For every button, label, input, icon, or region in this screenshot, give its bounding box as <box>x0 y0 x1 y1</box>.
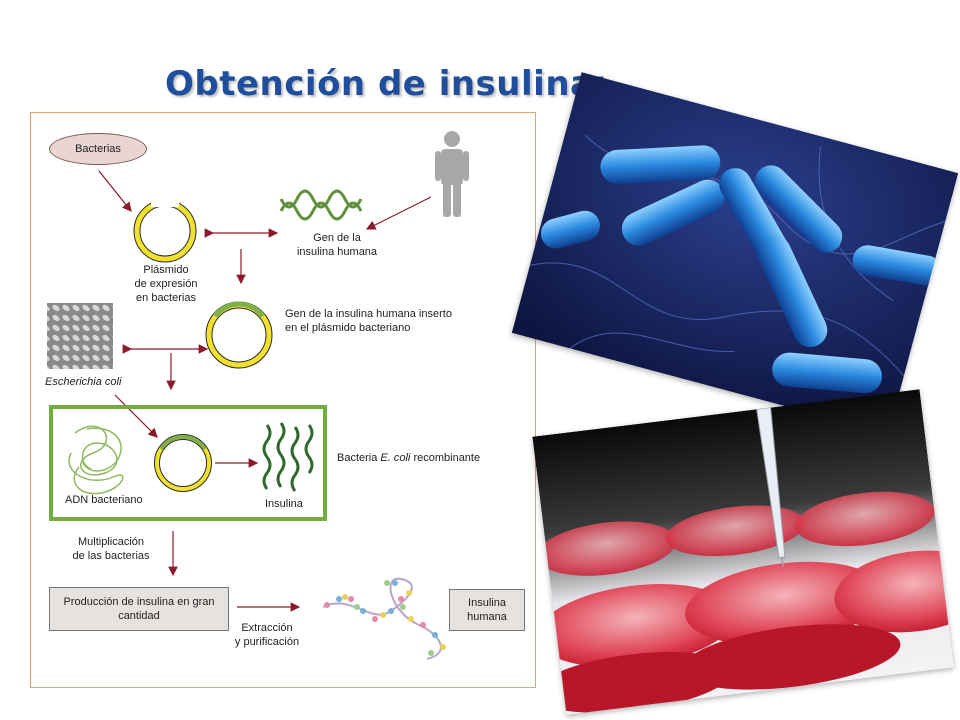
arrow-bacterias-to-plasmid <box>98 170 132 212</box>
process-diagram: Bacterias Gen de la insulina humana Plás… <box>30 112 536 688</box>
bacteria-3d-render <box>511 72 959 434</box>
adn-bacteriano-label: ADN bacteriano <box>65 494 143 506</box>
plasmid-recombinant-icon <box>205 301 273 369</box>
diagram-graphics <box>47 131 469 660</box>
ecoli-label: Escherichia coli <box>45 376 122 388</box>
arrow-human-to-gene <box>365 196 432 230</box>
bacterial-dna-icon <box>68 425 124 495</box>
gen-insulina-label: Gen de la insulina humana <box>296 232 378 258</box>
human-silhouette-icon <box>435 131 469 217</box>
bacterias-label: Bacterias <box>49 133 147 165</box>
ecoli-micrograph <box>47 303 113 369</box>
produccion-box: Producción de insulina en gran cantidad <box>49 587 229 631</box>
arrow-ecoli-to-plasmid <box>114 394 158 438</box>
plasmid-empty-icon <box>133 197 197 263</box>
plasmido-label: Plásmido de expresión en bacterias <box>134 264 198 304</box>
insulin-strands-icon <box>262 422 314 492</box>
gen-inserto-label: Gen de la insulina humana inserto en el … <box>285 308 452 334</box>
extraccion-label: Extracción y purificación <box>234 622 300 648</box>
plasmid-in-ecoli-icon <box>154 434 212 492</box>
petri-dishes-pipette <box>532 389 954 715</box>
protein-chain-icon <box>322 577 446 660</box>
insulina-humana-box: Insulina humana <box>449 589 525 631</box>
insulina-label: Insulina <box>265 498 303 510</box>
dna-helix-icon <box>279 189 363 221</box>
slide-title: Obtención de insulina: <box>165 64 608 104</box>
multiplicacion-label: Multiplicación de las bacterias <box>72 536 150 562</box>
recombinante-label: Bacteria E. coli recombinante <box>337 452 481 464</box>
recombinant-bacteria-frame <box>49 405 327 521</box>
